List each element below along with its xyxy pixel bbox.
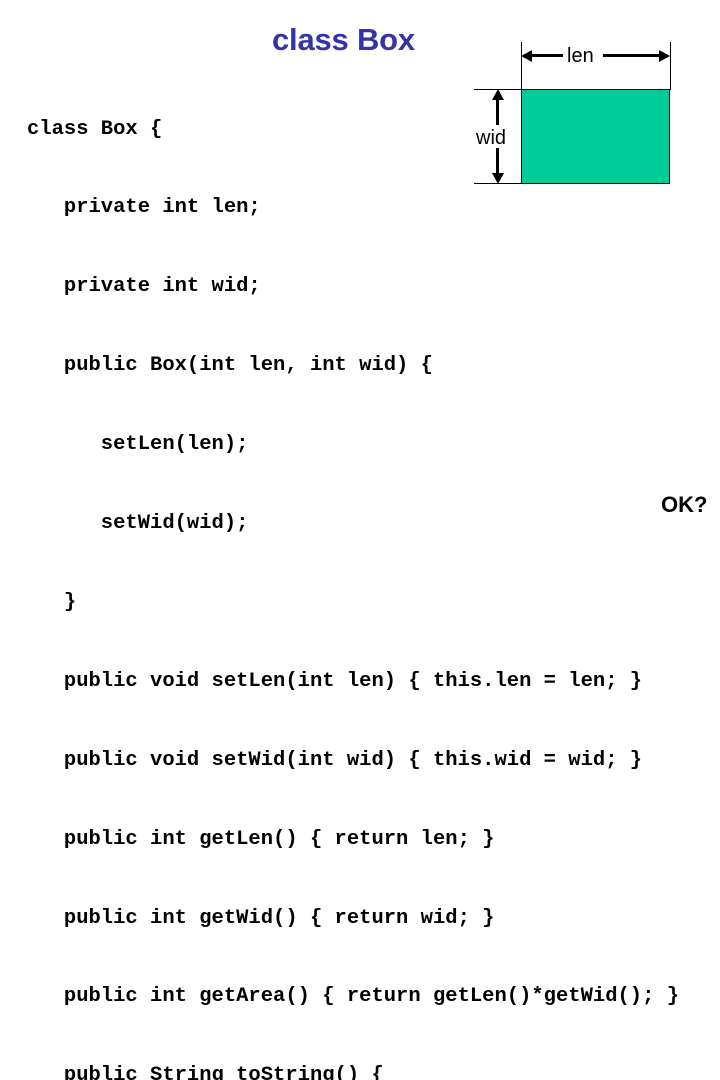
len-arrowhead-left <box>521 50 532 62</box>
len-dimension-line-right <box>603 54 660 57</box>
box-diagram: len wid <box>460 20 720 200</box>
code-line: public Box(int len, int wid) { <box>27 354 433 378</box>
code-line: private int len; <box>27 196 261 220</box>
wid-arrowhead-top <box>492 89 504 100</box>
footer-note: OK? <box>661 492 708 517</box>
code-line: } <box>27 590 77 614</box>
code-line: setLen(len); <box>27 433 249 457</box>
code-line: public void setLen(int len) { this.len =… <box>27 669 643 693</box>
extension-line-right-vertical <box>670 42 671 90</box>
code-line: public int getWid() { return wid; } <box>27 906 495 930</box>
wid-dimension-line-top <box>496 99 499 125</box>
box-rectangle <box>521 89 670 184</box>
extension-line-left-vertical <box>521 42 522 90</box>
code-line: public String toString() { <box>27 1064 384 1080</box>
code-line: private int wid; <box>27 275 261 299</box>
code-line: public void setWid(int wid) { this.wid =… <box>27 748 643 772</box>
dimension-label-len: len <box>563 46 598 66</box>
code-line: public int getLen() { return len; } <box>27 827 495 851</box>
wid-dimension-line-bottom <box>496 146 499 174</box>
wid-arrowhead-bottom <box>492 173 504 184</box>
code-line: public int getArea() { return getLen()*g… <box>27 985 680 1009</box>
len-arrowhead-right <box>659 50 670 62</box>
page-title: class Box <box>272 22 415 57</box>
dimension-label-wid: wid <box>472 128 511 148</box>
slide-canvas: class Box class Box { private int len; p… <box>27 20 720 1080</box>
code-listing: class Box { private int len; private int… <box>27 64 679 1080</box>
len-dimension-line-left <box>531 54 563 57</box>
code-line: class Box { <box>27 117 163 141</box>
code-line: setWid(wid); <box>27 512 249 536</box>
